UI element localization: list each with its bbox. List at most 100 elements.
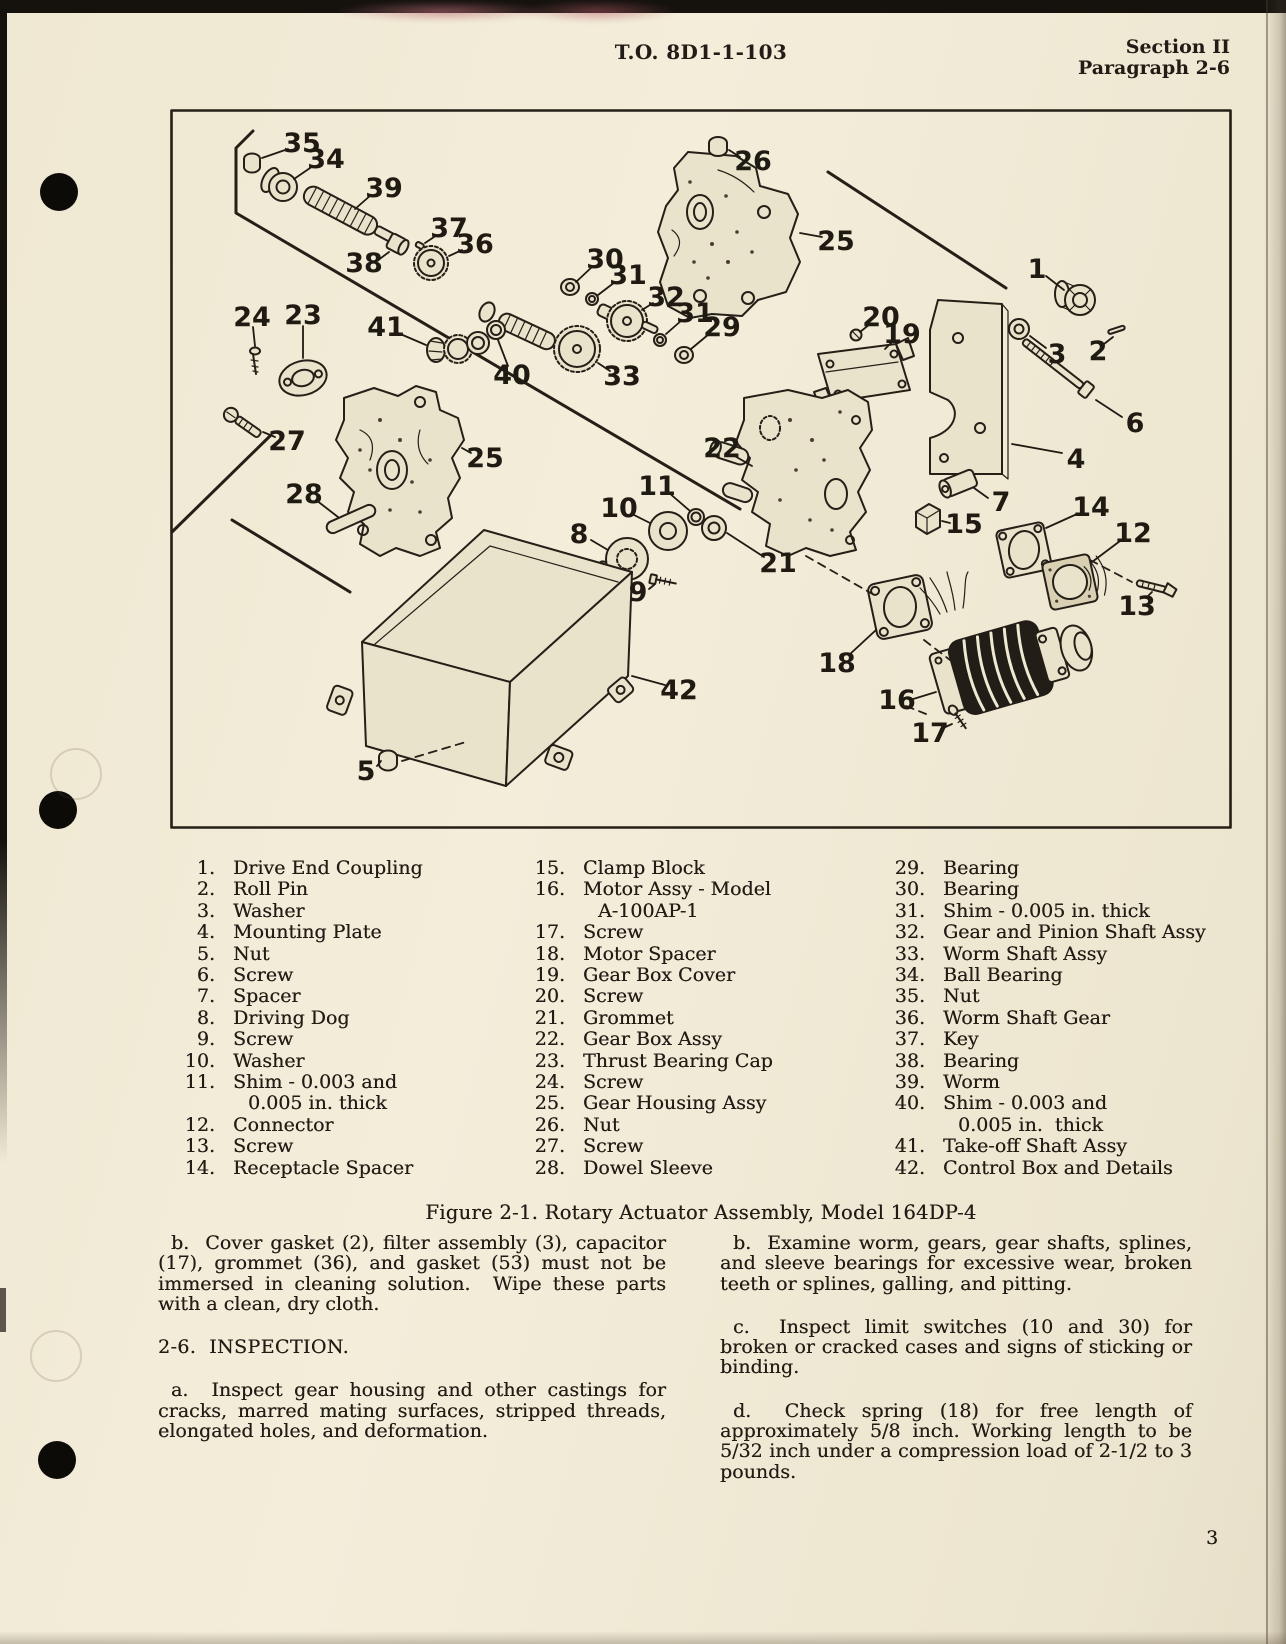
parts-list-row: 21.Grommet xyxy=(509,1007,773,1029)
part-screw-6 xyxy=(1021,338,1095,399)
parts-list-row: A-100AP-1 xyxy=(509,899,773,922)
parts-list-row: 33.Worm Shaft Assy xyxy=(869,942,1206,965)
part-name: A-100AP-1 xyxy=(598,899,699,922)
part-index: 8. xyxy=(196,1006,215,1029)
part-spacer-7 xyxy=(938,468,978,499)
callout-35: 35 xyxy=(283,128,321,159)
parts-list-row: 20.Screw xyxy=(509,985,773,1008)
callout-leader xyxy=(262,431,276,438)
part-index: 10. xyxy=(184,1049,215,1072)
section-ref: Section II Paragraph 2-6 xyxy=(1078,37,1230,79)
callout-leader xyxy=(597,362,611,372)
to-number: T.O. 8D1-1-103 xyxy=(614,40,788,64)
parts-list-row: 7.Spacer xyxy=(173,986,423,1008)
parts-list-row: 35.Nut xyxy=(869,985,1206,1008)
part-motor-assy-16 xyxy=(919,571,1094,715)
figure-border xyxy=(170,109,1232,829)
part-motor-spacer-18 xyxy=(867,574,933,640)
part-index xyxy=(869,1115,925,1136)
part-index: 25. xyxy=(534,1092,565,1115)
part-name: Control Box and Details xyxy=(943,1156,1173,1179)
callout-24: 24 xyxy=(233,302,271,333)
parts-list-row: 23.Thrust Bearing Cap xyxy=(509,1049,773,1072)
part-name: Dowel Sleeve xyxy=(583,1156,713,1179)
callout-29: 29 xyxy=(703,312,741,343)
callout-12: 12 xyxy=(1114,518,1152,549)
callout-21: 21 xyxy=(759,548,797,579)
callout-9: 9 xyxy=(629,577,648,608)
part-name: Gear Box Assy xyxy=(583,1028,722,1051)
parts-list-row: 16.Motor Assy - Model xyxy=(509,878,773,901)
callout-leader xyxy=(252,326,256,347)
callout-4: 4 xyxy=(1067,444,1086,475)
callout-leader xyxy=(1103,336,1114,345)
callout-leader xyxy=(726,532,765,558)
callout-27: 27 xyxy=(268,426,306,457)
part-screw-24 xyxy=(249,346,261,375)
paragraph-label: Paragraph 2-6 xyxy=(1077,57,1230,79)
callout-leader xyxy=(497,339,509,367)
body-paragraph: c. Inspect limit switches (10 and 30) fo… xyxy=(720,1315,1199,1379)
callout-5: 5 xyxy=(357,756,376,787)
parts-list-row: 28.Dowel Sleeve xyxy=(509,1156,773,1179)
parts-list-row: 39.Worm xyxy=(869,1071,1206,1093)
callout-leader xyxy=(376,251,390,262)
part-worm-39 xyxy=(302,185,396,243)
part-name: Screw xyxy=(583,985,644,1008)
callout-15: 15 xyxy=(945,509,983,540)
parts-list-row: 37.Key xyxy=(869,1028,1206,1050)
part-ball-bearing-34 xyxy=(260,167,298,202)
part-index: 15. xyxy=(534,857,565,879)
callout-leader xyxy=(909,691,937,701)
callout-leader xyxy=(590,539,609,551)
parts-list-row: 42.Control Box and Details xyxy=(869,1156,1206,1179)
scan-bottom-edge xyxy=(0,1631,1286,1644)
parts-list-row: 22.Gear Box Assy xyxy=(509,1028,773,1051)
part-shim-11 xyxy=(687,508,705,526)
callout-26: 26 xyxy=(734,146,772,177)
part-index: 35. xyxy=(894,985,925,1008)
part-name: Ball Bearing xyxy=(943,964,1063,987)
callout-19: 19 xyxy=(883,319,921,350)
callout-16: 16 xyxy=(878,685,916,716)
part-index: 34. xyxy=(894,964,925,987)
part-name: Shim - 0.003 and xyxy=(943,1092,1108,1115)
callout-leader xyxy=(631,513,651,524)
callout-leader xyxy=(667,491,691,512)
part-index: 24. xyxy=(534,1071,565,1094)
part-name: Washer xyxy=(233,899,305,922)
parts-list-row: 14.Receptacle Spacer xyxy=(173,1157,423,1179)
part-index: 40. xyxy=(894,1092,925,1115)
callout-31: 31 xyxy=(676,298,714,329)
callout-leader xyxy=(631,675,666,686)
part-drive-end-coupling-1 xyxy=(1054,280,1096,316)
part-name: Washer xyxy=(233,1049,305,1072)
callout-leader xyxy=(648,584,655,590)
part-dowel-sleeve-28 xyxy=(325,503,377,535)
callout-leader xyxy=(1145,591,1153,599)
part-index: 33. xyxy=(894,942,925,965)
hole-punch-ghost xyxy=(50,748,102,800)
part-name: Screw xyxy=(583,921,644,944)
figure-exploded-diagram: 3534393736383031323129332625201913246715… xyxy=(170,109,1232,829)
part-index xyxy=(509,901,565,922)
part-index: 18. xyxy=(534,942,565,965)
parts-list-row: 40. Shim - 0.003 and xyxy=(869,1092,1206,1115)
callout-leader xyxy=(424,234,438,244)
callout-42: 42 xyxy=(660,675,698,706)
part-index: 3. xyxy=(196,899,215,922)
parts-list-row: 36.Worm Shaft Gear xyxy=(869,1007,1206,1029)
part-name: Motor Assy - Model xyxy=(583,878,771,901)
part-index: 23. xyxy=(534,1049,565,1072)
part-bearing-38 xyxy=(385,232,410,256)
part-name: Screw xyxy=(583,1135,644,1158)
scan-right-edge xyxy=(1264,0,1286,1644)
parts-list-row: 0.005 in. thick xyxy=(173,1093,423,1115)
callout-leader xyxy=(1045,275,1065,291)
part-index: 32. xyxy=(894,921,925,944)
callout-leader xyxy=(448,249,463,257)
parts-list-row: 26.Nut xyxy=(509,1114,773,1136)
part-key-37 xyxy=(414,241,425,250)
callout-leader xyxy=(728,149,741,158)
